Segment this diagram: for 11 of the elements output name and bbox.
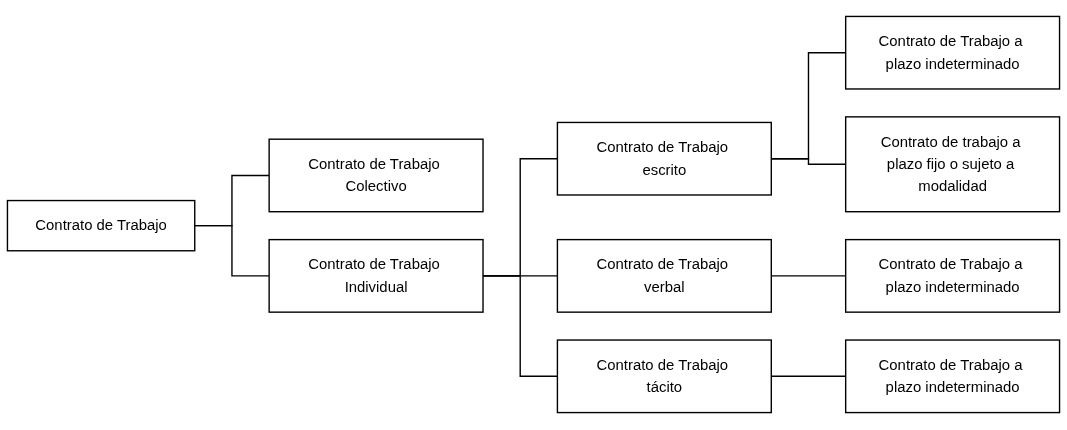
node-box: Contrato de Trabajo Individual — [268, 239, 484, 314]
node-box: Contrato de Trabajo a plazo indeterminado — [845, 16, 1061, 91]
connector — [194, 225, 270, 278]
node-box: Contrato de Trabajo tácito — [556, 339, 772, 414]
node-box: Contrato de Trabajo verbal — [556, 239, 772, 314]
node-box: Contrato de Trabajo a plazo indeterminado — [845, 339, 1061, 414]
node-box: Contrato de trabajo a plazo fijo o sujeto a modalidad — [845, 116, 1061, 213]
node-box: Contrato de Trabajo Colectivo — [268, 138, 484, 213]
node-box: Contrato de Trabajo — [6, 200, 196, 252]
node-box: Contrato de Trabajo a plazo indeterminado — [845, 239, 1061, 314]
node-box: Contrato de Trabajo escrito — [556, 122, 772, 197]
